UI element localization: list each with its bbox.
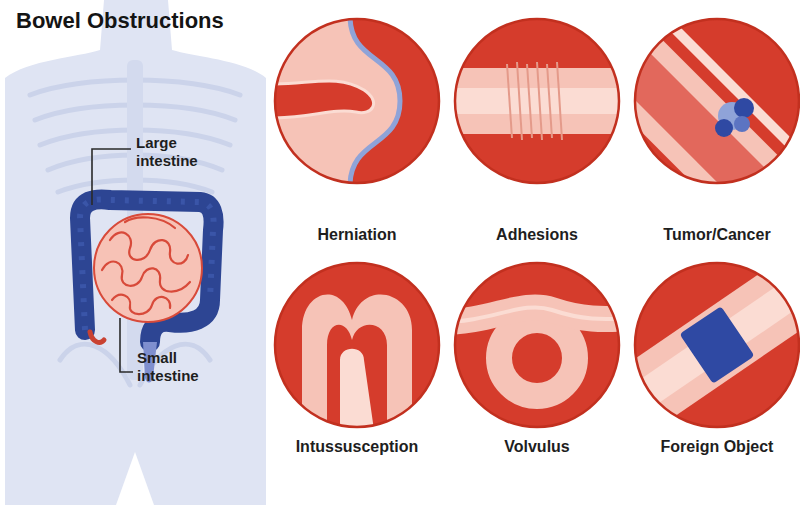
obstruction-circle: Volvulus — [449, 260, 625, 468]
circle-illustration — [632, 260, 800, 430]
part-label: Small intestine — [137, 349, 227, 385]
circle-label: Volvulus — [449, 438, 625, 456]
circle-illustration — [272, 260, 442, 430]
circle-label: Herniation — [269, 226, 445, 244]
part-label: Large intestine — [136, 134, 226, 170]
obstruction-circle: Herniation — [269, 16, 445, 256]
circle-illustration — [452, 16, 622, 186]
circle-illustration — [452, 260, 622, 430]
obstruction-circle: Foreign Object — [629, 260, 800, 468]
obstruction-circle: Tumor/Cancer — [629, 16, 800, 256]
obstruction-circle: Intussusception — [269, 260, 445, 468]
obstruction-circle: Adhesions — [449, 16, 625, 256]
circle-illustration — [632, 16, 800, 186]
diagram-title: Bowel Obstructions — [16, 8, 224, 34]
circle-illustration — [272, 16, 442, 186]
circle-label: Intussusception — [269, 438, 445, 456]
circle-label: Adhesions — [449, 226, 625, 244]
circle-label: Tumor/Cancer — [629, 226, 800, 244]
circle-label: Foreign Object — [629, 438, 800, 456]
